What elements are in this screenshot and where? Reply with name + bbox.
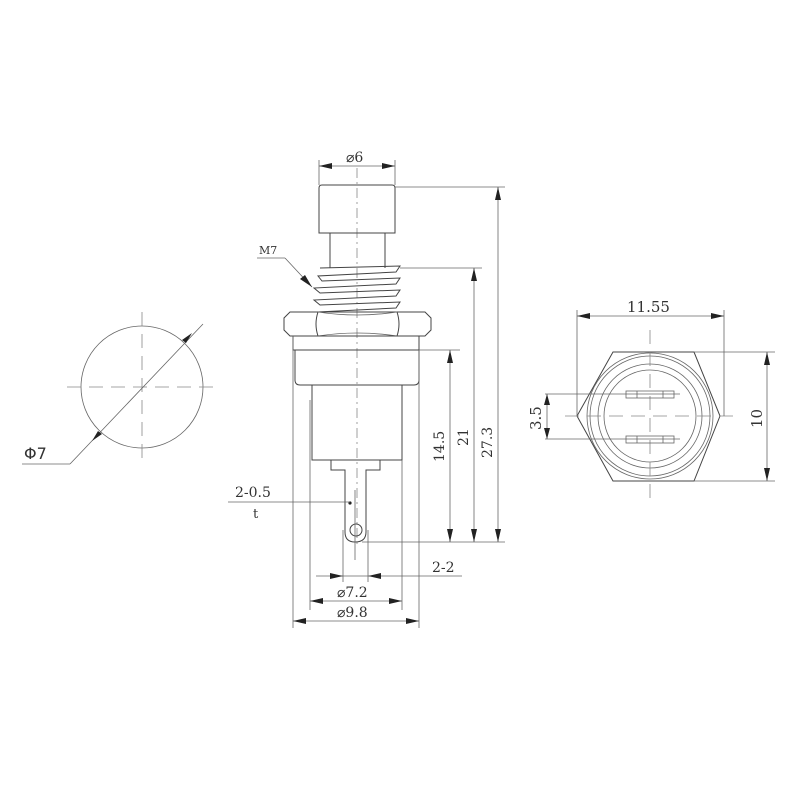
front-view bbox=[283, 160, 505, 628]
arrow-icon bbox=[447, 529, 453, 542]
arrow-icon bbox=[544, 428, 550, 439]
thread-to-bottom-label: 21 bbox=[456, 428, 472, 446]
nut-chamfer-bottom bbox=[317, 332, 398, 337]
hole-label: 2-2 bbox=[432, 560, 455, 576]
arrow-icon bbox=[300, 275, 312, 287]
arrow-icon bbox=[389, 598, 402, 604]
arrow-icon bbox=[330, 573, 343, 579]
arrow-icon bbox=[544, 394, 550, 405]
arrow-icon bbox=[711, 313, 724, 319]
button-cap bbox=[318, 184, 396, 234]
terminal-thickness-sub: t bbox=[253, 507, 259, 522]
arrow-icon bbox=[368, 573, 381, 579]
arrow-icon bbox=[495, 529, 501, 542]
arrow-icon bbox=[447, 350, 453, 363]
terminal-slot-bottom bbox=[625, 435, 675, 444]
arrow-icon bbox=[577, 313, 590, 319]
hex-corners-label: 11.55 bbox=[627, 298, 670, 316]
nut-facet-left bbox=[315, 311, 319, 337]
terminal bbox=[330, 460, 381, 543]
pin-span-label: ⌀7.2 bbox=[337, 585, 368, 601]
arrow-icon bbox=[495, 187, 501, 200]
arrow-icon bbox=[406, 618, 419, 624]
nut-chamfer-top bbox=[317, 311, 398, 316]
arrow-icon bbox=[182, 333, 192, 343]
body-diameter-label: ⌀9.8 bbox=[337, 605, 368, 621]
terminal-hole bbox=[349, 523, 363, 537]
terminal-pitch-label: 3.5 bbox=[527, 406, 545, 430]
body-height-label: 14.5 bbox=[432, 431, 448, 462]
arrow-icon bbox=[471, 268, 477, 281]
hex-nut bbox=[283, 311, 432, 337]
bottom-dimensions: 11.55 10 3.5 bbox=[527, 298, 770, 481]
washer bbox=[292, 335, 420, 351]
bottom-view bbox=[545, 310, 775, 500]
arrow-icon bbox=[310, 598, 323, 604]
cap-diameter-label: ⌀6 bbox=[346, 150, 363, 166]
thread-label: M7 bbox=[259, 244, 277, 257]
terminal-slot-top bbox=[625, 390, 675, 399]
ring-outer bbox=[586, 352, 714, 480]
overall-height-label: 27.3 bbox=[480, 427, 496, 458]
arrow-icon bbox=[92, 431, 102, 441]
nut-facet-right bbox=[396, 311, 400, 337]
cutout-diameter-leader bbox=[69, 323, 204, 465]
cutout-diameter-label: Φ7 bbox=[24, 444, 47, 463]
arrow-icon bbox=[293, 618, 306, 624]
panel-cutout-view: Φ7 bbox=[22, 312, 217, 465]
arrow-icon bbox=[471, 529, 477, 542]
hex-flats-label: 10 bbox=[748, 409, 766, 428]
front-dimensions: ⌀6 M7 14.5 21 27.3 2-0.5 t 2-2 bbox=[228, 150, 501, 624]
terminal-thickness-label: 2-0.5 bbox=[235, 485, 271, 501]
arrow-icon bbox=[319, 163, 332, 169]
arrow-icon bbox=[382, 163, 395, 169]
arrow-icon bbox=[764, 352, 770, 365]
arrow-icon bbox=[764, 468, 770, 481]
body-housing bbox=[311, 384, 403, 461]
